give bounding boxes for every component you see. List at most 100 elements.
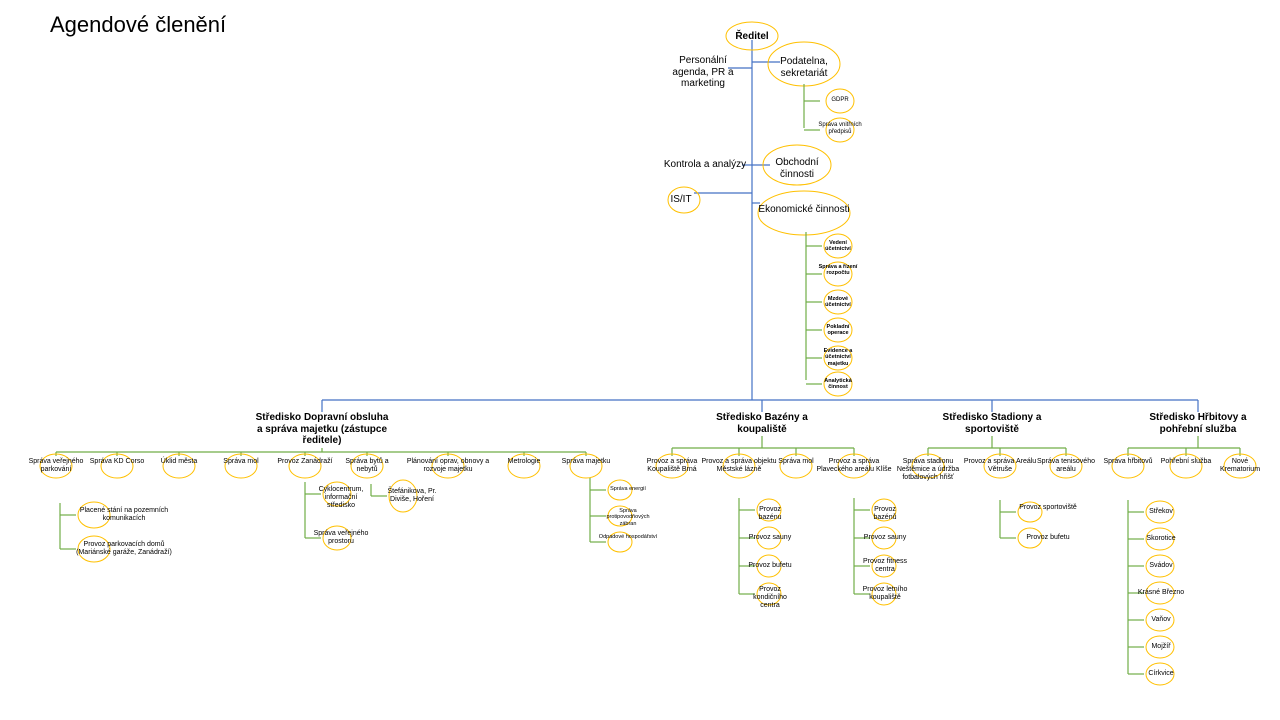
economic-item-bubble (823, 233, 853, 259)
child-label: Správa protipovodňových zábran (606, 508, 650, 527)
child-bubble (1145, 554, 1175, 578)
unit-label: Správa mol (223, 458, 259, 465)
child-label: Cyklocentrum, informační středisko (318, 486, 364, 510)
child-bubble (1145, 662, 1175, 686)
unit-label: Metrologie (507, 458, 541, 465)
economic-item-bubble (823, 261, 853, 287)
child-bubble (871, 526, 897, 550)
unit-bubble (569, 453, 603, 479)
child-label: Provoz kondičního centra (753, 586, 787, 610)
unit-label: Provoz Zanádraží (277, 458, 333, 465)
control-label: Kontrola a analýzy (663, 159, 747, 170)
economic-item-label: Mzdové účetnictví (825, 296, 851, 309)
economic-label: Ekonomické činnosti (758, 204, 850, 215)
unit-bubble (100, 453, 134, 479)
child-bubble (607, 479, 633, 501)
unit-label: Úklid města (160, 458, 198, 465)
child-label: Provoz bazénu (758, 506, 782, 522)
unit-label: Provoz a správa Areálu Větruše (963, 458, 1037, 474)
isit-label: IS/IT (670, 194, 692, 205)
child-label: Krásné Březno (1137, 589, 1185, 596)
registry-label: Podatelna, sekretariát (780, 56, 828, 79)
child-bubble (1145, 500, 1175, 524)
child-bubble (1145, 608, 1175, 632)
registry-item-label: GDPR (831, 97, 849, 103)
child-bubble (1017, 501, 1043, 523)
registry-item-bubble (825, 117, 855, 143)
unit-bubble (162, 453, 196, 479)
page-title: Agendové členění (50, 12, 227, 37)
unit-label: Správa stadionu Neštěmice a údržba fotba… (896, 458, 960, 482)
isit-bubble (667, 186, 701, 214)
commercial-bubble (762, 144, 832, 186)
unit-label: Nové Krematorium (1219, 458, 1261, 474)
unit-label: Plánování oprav, obnovy a rozvoje majetk… (406, 458, 490, 474)
center-label: Středisko Dopravní obsluha a správa maje… (255, 412, 389, 446)
unit-label: Správa mol (778, 458, 814, 465)
economic-item-bubble (823, 345, 853, 371)
unit-label: Provoz a správa objektu Městské lázně (701, 458, 777, 474)
director-bubble (725, 21, 779, 51)
unit-bubble (224, 453, 258, 479)
child-bubble (756, 582, 782, 606)
director-label: Ředitel (735, 31, 769, 42)
unit-bubble (722, 453, 756, 479)
child-label: Provoz bufetu (1026, 534, 1070, 541)
unit-label: Správa bytů a nebytů (345, 458, 389, 474)
child-label: Placené stání na pozemních komunikacích (79, 507, 169, 523)
child-label: Provoz sauny (748, 534, 792, 541)
child-bubble (77, 501, 111, 529)
unit-bubble (39, 453, 73, 479)
economic-item-bubble (823, 371, 853, 397)
unit-bubble (507, 453, 541, 479)
commercial-label: Obchodní činnosti (775, 157, 819, 180)
unit-label: Správa majetku (561, 458, 611, 465)
unit-bubble (655, 453, 689, 479)
unit-bubble (911, 453, 945, 479)
unit-label: Správa KD Corso (89, 458, 145, 465)
unit-bubble (1049, 453, 1083, 479)
unit-label: Správa hřbitovů (1103, 458, 1153, 465)
registry-item-bubble (825, 88, 855, 114)
child-bubble (871, 582, 897, 606)
child-label: Správa energií (610, 486, 646, 492)
unit-label: Pohřební služba (1160, 458, 1212, 465)
child-label: Střekov (1149, 508, 1173, 515)
child-label: Vaňov (1151, 616, 1171, 623)
unit-label: Správa tenisového areálu (1037, 458, 1095, 474)
unit-bubble (350, 453, 384, 479)
unit-bubble (1223, 453, 1257, 479)
child-bubble (871, 498, 897, 522)
child-bubble (388, 479, 418, 513)
economic-item-label: Pokladní operace (826, 324, 850, 337)
center-label: Středisko Stadiony a sportoviště (942, 412, 1042, 435)
unit-label: Provoz a správa Plaveckého areálu Klíše (816, 458, 892, 474)
child-label: Mojžíř (1151, 643, 1171, 650)
child-label: Provoz fitness centra (863, 558, 907, 574)
child-bubble (1017, 527, 1043, 549)
economic-item-bubble (823, 317, 853, 343)
child-bubble (756, 526, 782, 550)
child-bubble (871, 554, 897, 578)
child-bubble (756, 498, 782, 522)
center-label: Středisko Hřbitovy a pohřební služba (1149, 412, 1247, 435)
unit-bubble (837, 453, 871, 479)
child-bubble (756, 554, 782, 578)
unit-bubble (779, 453, 813, 479)
economic-item-label: Evidence a účetnictví majetku (823, 348, 853, 367)
unit-label: Správa veřejného parkování (28, 458, 84, 474)
child-label: Provoz sauny (863, 534, 907, 541)
child-label: Odpadové hospodářství (598, 534, 658, 540)
economic-item-bubble (823, 289, 853, 315)
child-bubble (322, 481, 352, 507)
child-label: Provoz bufetu (748, 562, 792, 569)
economic-item-label: Analytická činnost (824, 378, 852, 391)
child-bubble (322, 525, 352, 551)
personnel-label: Personální agenda, PR a marketing (672, 55, 734, 89)
child-label: Provoz bazénů (873, 506, 897, 522)
child-bubble (1145, 581, 1175, 605)
child-label: Správa veřejného prostoru (313, 530, 369, 546)
unit-bubble (431, 453, 465, 479)
economic-item-label: Vedení účetnictví (825, 240, 851, 253)
